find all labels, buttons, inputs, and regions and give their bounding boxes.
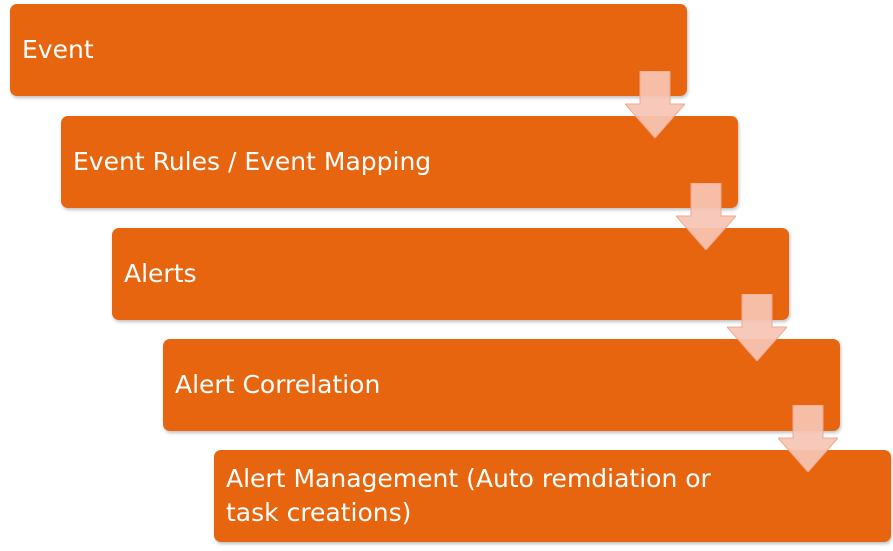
step-event: Event [10, 4, 687, 96]
step-label: Alert Correlation [175, 370, 381, 400]
step-alerts: Alerts [112, 228, 789, 320]
step-label: Alerts [124, 259, 197, 289]
down-arrow-icon [727, 294, 787, 361]
down-arrow-icon [676, 183, 736, 250]
step-alert-management: Alert Management (Auto remdiation or tas… [214, 450, 891, 542]
down-arrow-icon [625, 71, 685, 138]
down-arrow-icon [778, 405, 838, 472]
step-label: Event Rules / Event Mapping [73, 147, 432, 177]
step-label: Alert Management (Auto remdiation or tas… [226, 464, 711, 527]
step-event-rules-mapping: Event Rules / Event Mapping [61, 116, 738, 208]
step-label: Event [22, 35, 94, 65]
step-alert-correlation: Alert Correlation [163, 339, 840, 431]
